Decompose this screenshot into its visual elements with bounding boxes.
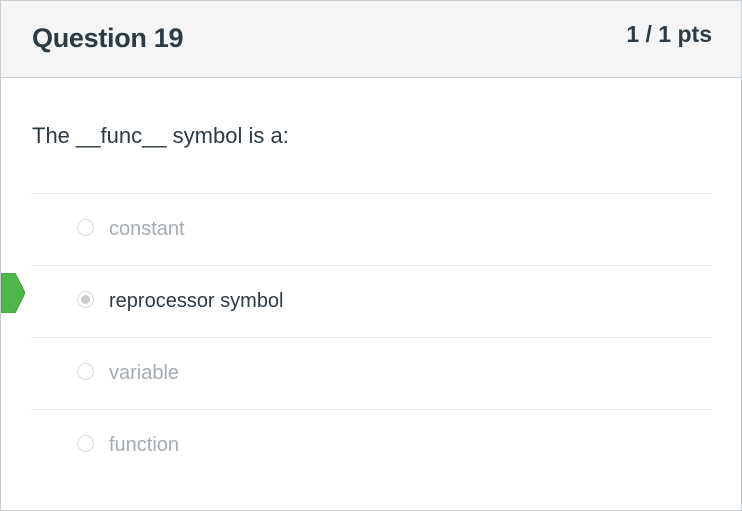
answer-option-constant[interactable]: constant bbox=[31, 193, 712, 265]
question-points: 1 / 1 pts bbox=[626, 21, 712, 47]
question-header: Question 19 1 / 1 pts bbox=[1, 1, 741, 78]
correct-answer-arrow-icon bbox=[1, 273, 25, 313]
answer-label: function bbox=[109, 434, 180, 456]
question-text: The __func__ symbol is a: bbox=[32, 123, 289, 148]
radio-button[interactable] bbox=[77, 363, 94, 380]
answer-option-variable[interactable]: variable bbox=[31, 337, 712, 409]
answer-label: reprocessor symbol bbox=[109, 290, 284, 312]
answer-option-reprocessor-symbol[interactable]: reprocessor symbol bbox=[31, 265, 712, 337]
question-title: Question 19 bbox=[32, 23, 184, 53]
answer-label: constant bbox=[109, 218, 185, 240]
radio-button[interactable] bbox=[77, 291, 94, 308]
radio-button[interactable] bbox=[77, 219, 94, 236]
answer-label: variable bbox=[109, 362, 180, 384]
radio-button[interactable] bbox=[77, 435, 94, 452]
answer-option-function[interactable]: function bbox=[31, 409, 712, 481]
answer-list: constant reprocessor symbol variable fun… bbox=[31, 193, 712, 481]
